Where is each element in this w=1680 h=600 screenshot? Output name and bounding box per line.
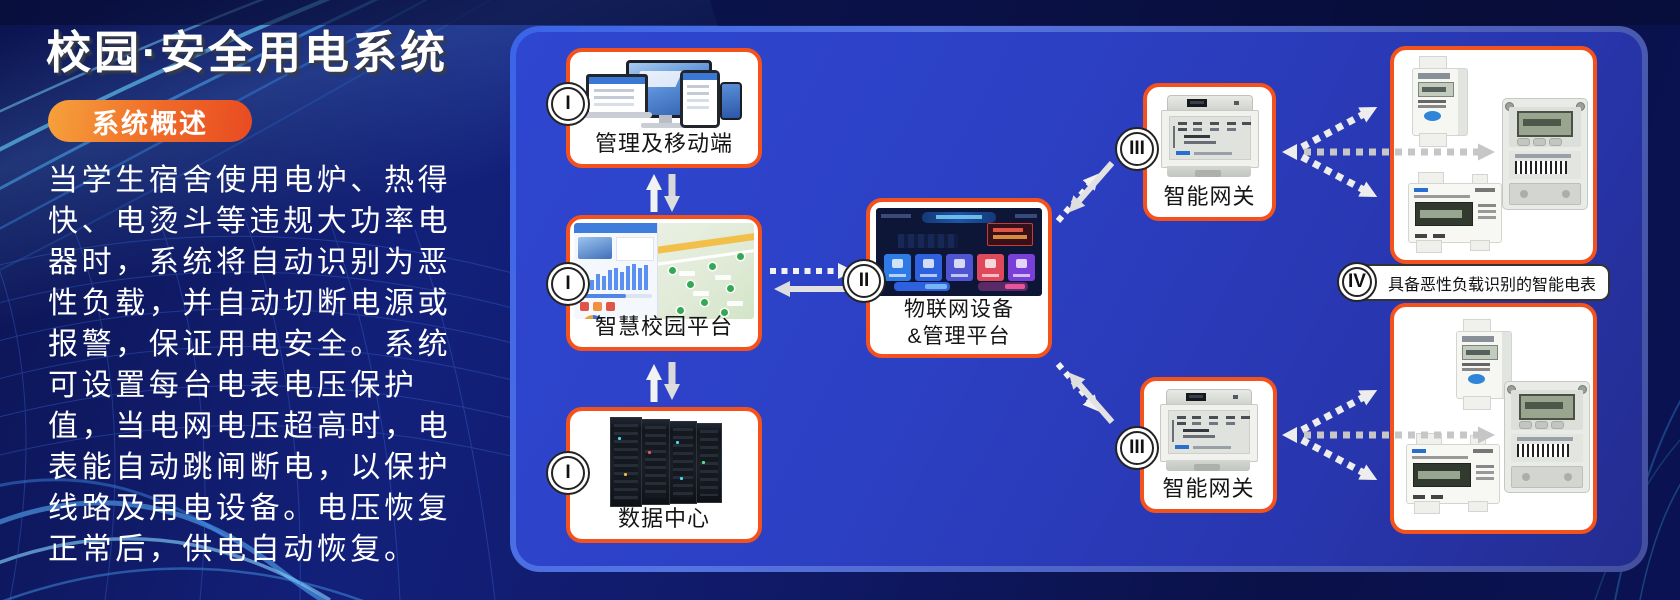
numeral-platform: I — [546, 262, 590, 306]
iot-dashboard-illustration — [876, 208, 1042, 296]
din-meter-illustration — [1456, 319, 1512, 411]
node-meters-bottom — [1390, 303, 1597, 534]
numeral-meters: IV — [1337, 262, 1377, 302]
node-platform: 智慧校园平台 — [566, 215, 762, 351]
node-gateway-bottom-label: 智能网关 — [1162, 476, 1255, 501]
server-racks-illustration — [610, 417, 722, 507]
node-iot-label: 物联网设备 &管理平台 — [904, 298, 1014, 348]
meters-caption: 具备恶性负载识别的智能电表 — [1344, 264, 1611, 301]
page-title: 校园·安全用电系统 — [46, 27, 448, 78]
numeral-gateway-bottom: III — [1115, 426, 1159, 470]
wall-meter-illustration — [1504, 381, 1590, 493]
node-iot: 物联网设备 &管理平台 — [866, 198, 1052, 358]
node-gateway-top-label: 智能网关 — [1163, 184, 1256, 209]
meters-caption-label: 具备恶性负载识别的智能电表 — [1388, 276, 1597, 294]
section-badge: 系统概述 — [48, 100, 252, 142]
node-management-label: 管理及移动端 — [594, 131, 733, 156]
wall-meter-illustration — [1502, 98, 1588, 210]
node-gateway-bottom: 智能网关 — [1140, 377, 1277, 513]
numeral-datacenter: I — [546, 451, 590, 495]
node-gateway-top: 智能网关 — [1143, 83, 1276, 221]
numeral-gateway-top: III — [1115, 127, 1159, 171]
node-meters-top — [1390, 46, 1597, 264]
wide-meter-illustration — [1406, 433, 1500, 515]
node-datacenter: 数据中心 — [566, 407, 762, 543]
description-text: 当学生宿舍使用电炉、热得 快、电烫斗等违规大功率电 器时，系统将自动识别为恶 性… — [48, 164, 452, 566]
din-meter-illustration — [1412, 56, 1468, 148]
devices-illustration — [579, 60, 744, 130]
gateway-device-illustration — [1160, 389, 1258, 475]
numeral-iot: II — [842, 259, 886, 303]
node-platform-label: 智慧校园平台 — [594, 314, 733, 339]
gateway-device-illustration — [1161, 95, 1259, 181]
node-management: 管理及移动端 — [566, 48, 762, 168]
campus-dashboard-illustration — [574, 223, 754, 319]
node-datacenter-label: 数据中心 — [617, 506, 710, 531]
wide-meter-illustration — [1408, 172, 1502, 254]
numeral-management: I — [546, 82, 590, 126]
